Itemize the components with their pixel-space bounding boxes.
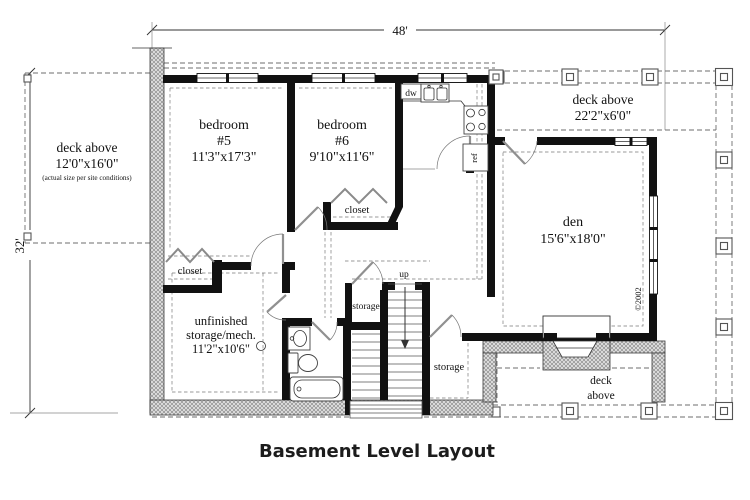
staircase: up <box>349 270 423 419</box>
stair-up-label: up <box>399 270 409 280</box>
toilet-icon <box>287 352 318 374</box>
deck-left: deck above 12'0"x16'0" (actual size per … <box>23 72 150 244</box>
unfinished-line3: 11'2"x10'6" <box>192 342 250 356</box>
bifold-closet6 <box>330 187 388 205</box>
bedroom6-name: bedroom <box>317 118 367 133</box>
bedroom5-number: #5 <box>217 134 231 149</box>
dishwasher-label: dw <box>405 89 417 99</box>
den-size: 15'6"x18'0" <box>540 232 605 247</box>
bifold-closet5 <box>165 247 215 264</box>
window-icon <box>649 195 658 295</box>
deck-bottom: deck above <box>152 353 734 421</box>
refrigerator-label: ref <box>469 153 479 163</box>
deck-left-size: 12'0"x16'0" <box>55 156 118 171</box>
deck-post-icon <box>561 68 579 86</box>
corner-pier <box>488 69 504 85</box>
door-bedroom6 <box>294 206 328 231</box>
deck-bottom-label-2: above <box>587 390 614 402</box>
bedroom6-size: 9'10"x11'6" <box>310 150 375 165</box>
stove-icon <box>463 105 489 135</box>
plan-title: Basement Level Layout <box>259 441 495 462</box>
storage-left-label: storage <box>352 302 379 312</box>
dimension-width: 48' <box>132 22 671 130</box>
refrigerator-icon: ref <box>462 143 489 172</box>
deck-post-icon <box>715 151 733 169</box>
bathroom <box>287 326 344 402</box>
den-name: den <box>563 215 583 230</box>
floor-drain-icon <box>256 341 266 351</box>
deck-top-size: 22'2"x6'0" <box>575 108 631 123</box>
bathroom-sink-icon <box>287 326 311 351</box>
deck-post-icon <box>23 74 32 83</box>
window-icon <box>417 73 468 83</box>
deck-post-icon <box>714 67 734 87</box>
unfinished-line1: unfinished <box>195 314 249 328</box>
storage-right-label: storage <box>434 362 465 373</box>
window-icon <box>614 137 648 146</box>
deck-post-icon <box>561 402 579 420</box>
windows <box>196 73 658 295</box>
deck-left-label: deck above <box>56 140 117 155</box>
kitchen: dw ref <box>400 83 489 172</box>
deck-post-icon <box>715 318 733 336</box>
door-storage-left <box>351 261 384 285</box>
deck-right <box>715 85 733 403</box>
bathtub-icon <box>289 376 344 402</box>
bay-landing <box>542 315 611 358</box>
deck-post-icon <box>640 402 658 420</box>
window-icon <box>196 73 259 83</box>
door-storage-right <box>429 314 462 338</box>
height-dimension-label: 32' <box>12 238 27 253</box>
bedroom5-name: bedroom <box>199 118 249 133</box>
closet5-label: closet <box>178 266 203 277</box>
door-kitchen <box>403 135 472 170</box>
deck-left-note: (actual size per site conditions) <box>42 174 132 182</box>
deck-post-icon <box>714 401 734 421</box>
door-unfinished-storage <box>266 294 287 321</box>
walls <box>163 75 657 415</box>
door-den <box>502 140 538 165</box>
deck-top: deck above 22'2"x6'0" <box>164 62 734 131</box>
room-labels: bedroom #5 11'3"x17'3" bedroom #6 9'10"x… <box>178 118 606 373</box>
closet6-label: closet <box>345 205 370 216</box>
copyright-label: ©2002 <box>633 287 643 310</box>
kitchen-sink-icon <box>420 83 450 103</box>
bedroom5-size: 11'3"x17'3" <box>192 150 257 165</box>
deck-post-icon <box>715 237 733 255</box>
deck-post-icon <box>641 68 659 86</box>
door-bathroom <box>311 321 338 341</box>
door-bedroom5 <box>250 233 285 267</box>
bedroom6-number: #6 <box>335 134 349 149</box>
width-dimension-label: 48' <box>392 23 407 38</box>
deck-top-label: deck above <box>572 92 633 107</box>
exterior-steps <box>349 400 423 419</box>
deck-bottom-label-1: deck <box>590 375 612 387</box>
deck-post-icon <box>23 232 32 241</box>
unfinished-line2: storage/mech. <box>186 328 256 342</box>
window-icon <box>311 73 376 83</box>
doors <box>165 135 538 341</box>
